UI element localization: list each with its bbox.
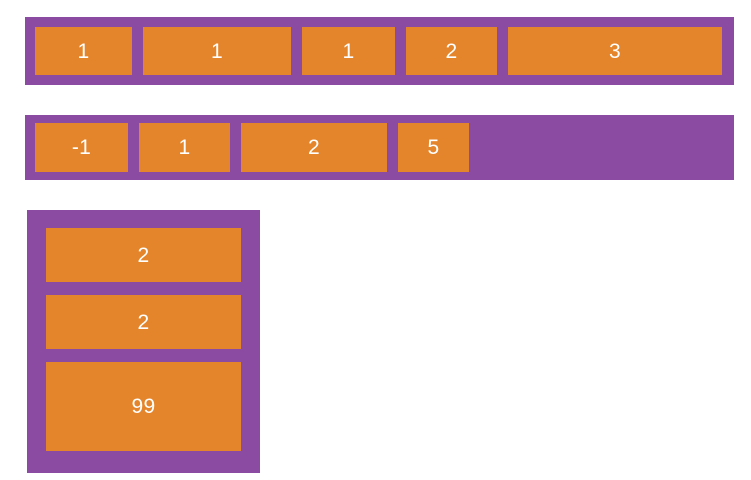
flex-item-label: 2	[137, 243, 150, 267]
flex-item-label: 5	[427, 136, 440, 159]
flex-item-label: 1	[342, 39, 355, 63]
flex-item: 1	[139, 123, 230, 172]
flex-item-label: 1	[211, 39, 223, 63]
flex-item: -1	[35, 123, 128, 172]
flex-item: 2	[46, 228, 241, 282]
flex-item: 2	[46, 295, 241, 349]
flex-container-column-3: 2 2 99	[27, 210, 260, 473]
flex-item-label: 3	[609, 39, 621, 63]
flex-item-label: 1	[178, 136, 191, 159]
flex-item-label: 1	[77, 39, 90, 63]
flex-item: 1	[35, 27, 132, 75]
flex-item-label: 2	[445, 39, 458, 63]
flex-item: 2	[241, 123, 387, 172]
flex-item: 1	[143, 27, 291, 75]
flex-container-row-1: 1 1 1 2 3	[25, 17, 734, 85]
flex-container-row-2: -1 1 2 5	[25, 115, 734, 180]
flex-item-label: 99	[131, 395, 156, 418]
flex-item-label: 2	[308, 136, 320, 159]
flex-item-label: 2	[137, 310, 150, 334]
flex-item: 2	[406, 27, 497, 75]
flex-item: 3	[508, 27, 722, 75]
flex-item: 5	[398, 123, 469, 172]
flex-item-label: -1	[71, 136, 92, 159]
flex-item: 99	[46, 362, 241, 451]
flex-item: 1	[302, 27, 395, 75]
